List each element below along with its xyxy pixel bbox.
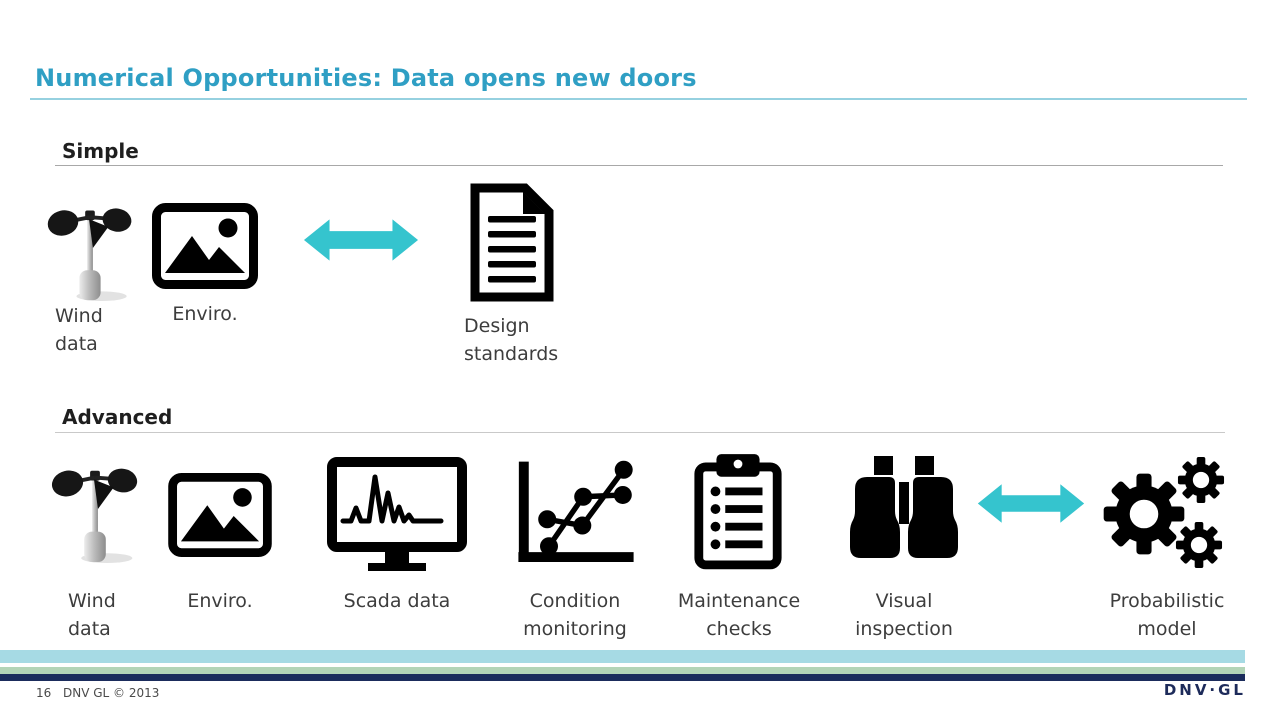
environment-picture-icon [168,473,272,557]
footer-stripe-pale-green [0,667,1245,674]
title-underline [30,98,1247,100]
binoculars-icon [848,456,960,560]
simple-wind-data-label: Wind data [55,305,103,355]
footer-stripe-light-blue [0,650,1245,663]
document-icon [466,182,558,303]
advanced-maintenance-checks-label: Maintenance checks [677,590,801,640]
double-arrow-icon [976,482,1086,525]
advanced-section-rule [55,432,1225,433]
clipboard-checklist-icon [690,450,786,572]
simple-section-heading: Simple [62,139,139,163]
simple-design-standards-label: Design standards [464,315,559,365]
advanced-enviro-label: Enviro. [187,590,253,612]
environment-picture-icon [152,203,258,289]
advanced-wind-data-label: Wind data [68,590,116,640]
advanced-scada-data-label: Scada data [343,590,451,612]
footer-stripe-navy [0,674,1245,681]
advanced-probabilistic-model-label: Probabilistic model [1109,590,1225,640]
anemometer-icon [50,456,140,564]
page-title: Numerical Opportunities: Data opens new … [35,64,697,92]
advanced-section-heading: Advanced [62,405,173,429]
scatter-chart-icon [513,450,639,575]
dnv-gl-logo: DNV·GL [1163,681,1246,699]
simple-section-rule [55,165,1223,166]
copyright-text: DNV GL © 2013 [63,686,160,700]
gears-icon [1103,456,1225,569]
advanced-condition-monitoring-label: Condition monitoring [523,590,627,640]
page-number: 16 [36,686,52,700]
anemometer-icon [44,196,136,302]
advanced-visual-inspection-label: Visual inspection [855,590,953,640]
simple-enviro-label: Enviro. [172,303,238,325]
monitor-waveform-icon [327,457,467,575]
double-arrow-icon [302,217,420,263]
